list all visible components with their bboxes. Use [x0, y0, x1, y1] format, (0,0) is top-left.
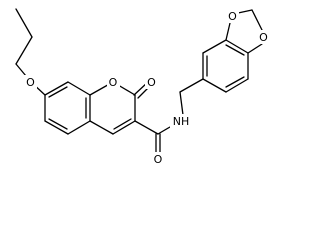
atom-o-carbonyl: O — [145, 75, 158, 89]
atom-label-o-dioxole-right: O — [259, 31, 268, 44]
bond-r2-r3 — [202, 39, 227, 54]
atom-label-o-propoxy: O — [26, 76, 35, 89]
bond-c3-c4-inner — [113, 118, 132, 130]
bond-r3-r4 — [225, 39, 249, 54]
bond-r3-r4-inner — [225, 44, 245, 56]
atom-o-dioxole-top: O — [226, 9, 239, 23]
atom-o-dioxole-right: O — [257, 30, 270, 44]
atom-label-o-amide: O — [154, 153, 163, 166]
atom-label-nh: NH — [173, 115, 190, 128]
bond-r6-r1 — [202, 78, 227, 93]
atom-o-amide: O — [151, 152, 164, 166]
atom-label-o-dioxole-top: O — [228, 10, 237, 23]
atom-labels: O O O O NH O O — [24, 9, 270, 166]
bond-b2-b3 — [67, 81, 91, 96]
bond-amide-n — [157, 126, 171, 135]
bond-c3-amide — [134, 120, 159, 135]
bond-b4-b5 — [67, 120, 91, 135]
bond-r3-otop — [225, 22, 231, 41]
atom-label-o-carbonyl: O — [147, 76, 156, 89]
bond-c4-b4 — [89, 120, 114, 135]
atom-o-ring: O — [107, 75, 120, 89]
bond-ch2-aryl — [179, 78, 204, 93]
atom-label-o-ring: O — [109, 76, 118, 89]
bond-b5-b6-inner — [48, 118, 68, 130]
molecule-canvas: O O O O NH O O — [15, 8, 270, 166]
structure-diagram: O O O O NH O O — [15, 8, 270, 166]
atom-o-propoxy: O — [24, 75, 37, 89]
bond-c3-c4 — [112, 120, 136, 135]
bond-r5-r6 — [225, 78, 249, 93]
bond-otop-ch2 — [237, 9, 253, 14]
bond-ch2-oright — [251, 9, 263, 31]
bond-b5-b6 — [44, 120, 69, 135]
bond-b1-b2-inner — [48, 86, 68, 98]
bond-propyl-1 — [15, 8, 33, 38]
bond-propyl-2 — [15, 36, 33, 65]
bonds — [15, 8, 263, 155]
bond-n-ch2 — [179, 91, 184, 116]
bond-oright-r4 — [247, 43, 263, 54]
bond-r5-r6-inner — [225, 76, 245, 88]
atom-nh: NH — [170, 114, 193, 129]
bond-b1-b2 — [44, 81, 69, 96]
